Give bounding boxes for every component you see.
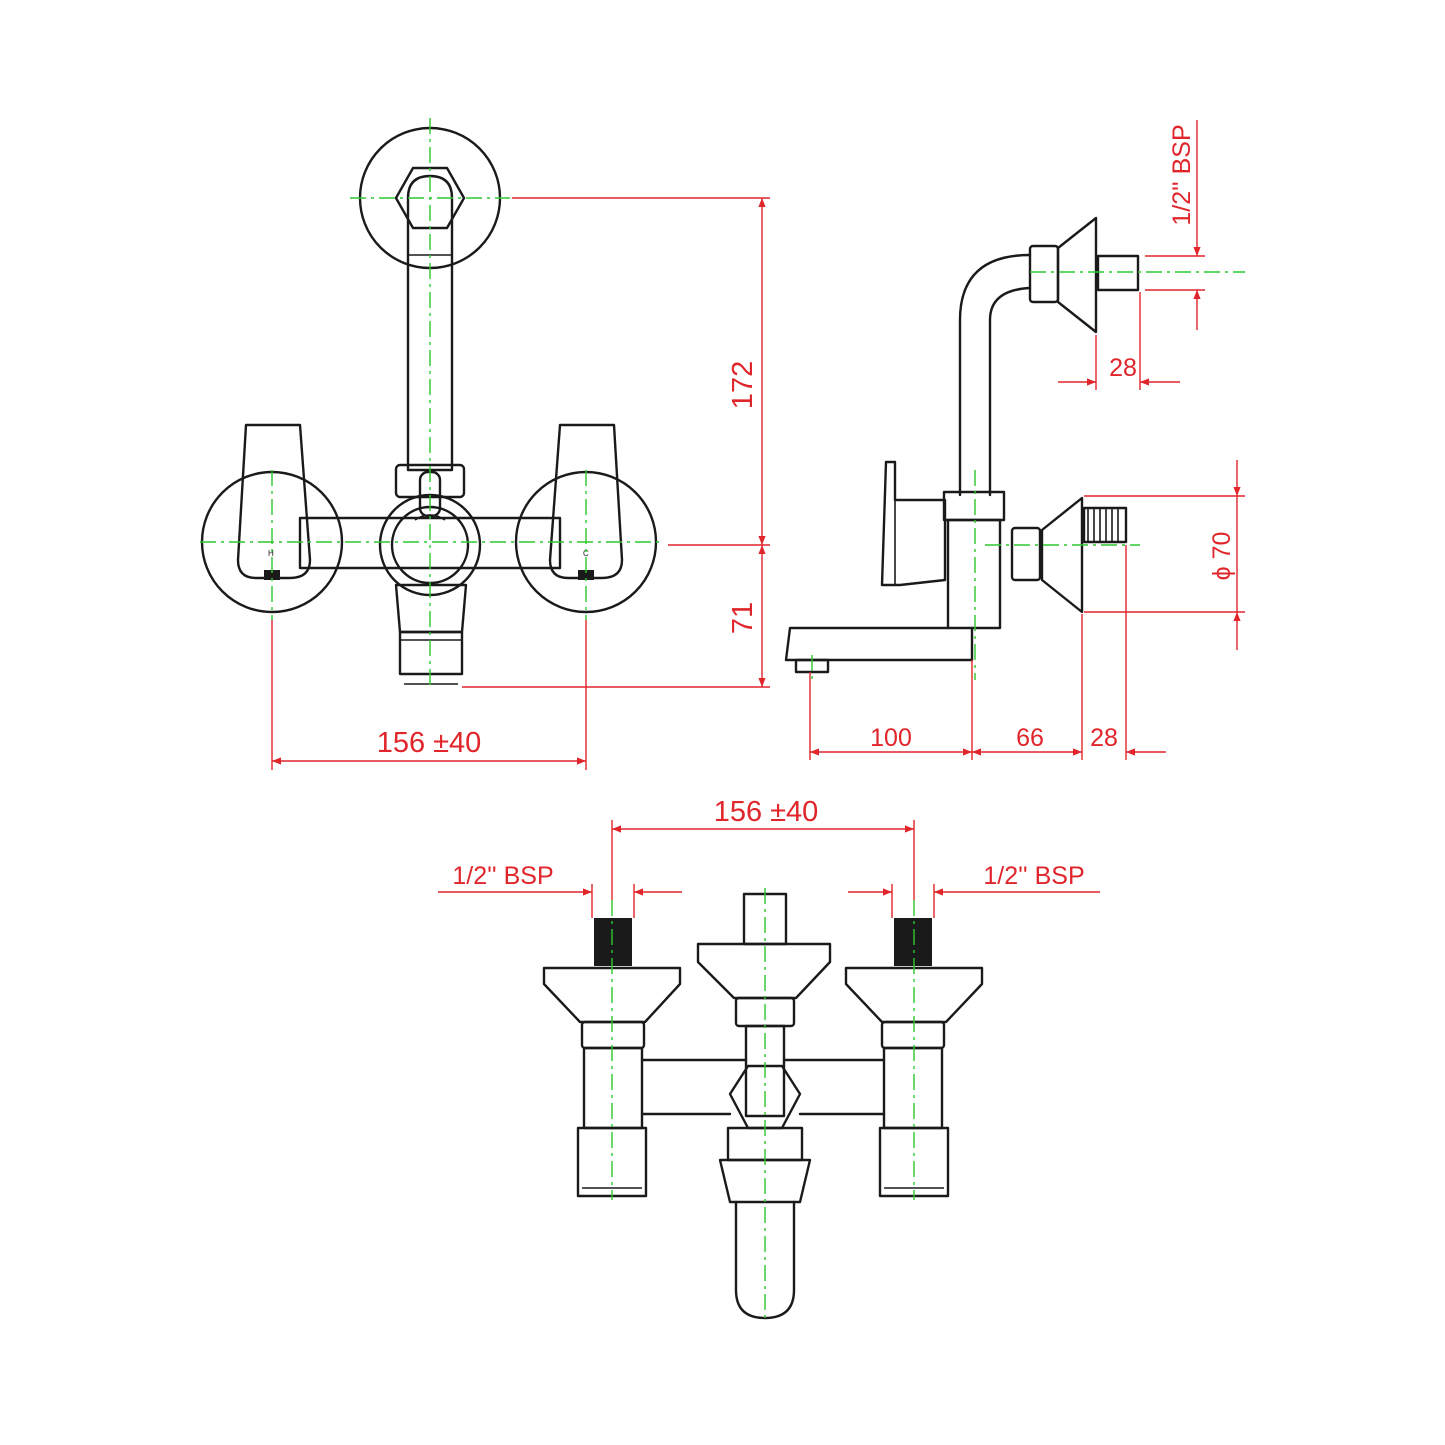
height-lower-dimension: 71: [727, 602, 759, 634]
top-view: 156 ±40 1/2'' BSP 1/2'' BSP: [438, 796, 1100, 1320]
front-view: H C 172 71 156 ±40: [200, 118, 770, 770]
side-spout-length-dimension: 100: [870, 724, 912, 752]
side-spout: [784, 626, 974, 662]
side-depth-top-dimension: 28: [1109, 354, 1137, 382]
height-upper-dimension: 172: [727, 361, 759, 409]
right-flange-cone: [844, 966, 984, 1024]
side-body-collar: [942, 490, 1006, 522]
side-depth-bottom-dimension: 28: [1090, 724, 1118, 752]
center-flange-cone: [696, 942, 832, 1000]
side-handle: [880, 460, 947, 587]
side-view: 1/2'' BSP 28 ϕ 70 100 66 28: [784, 120, 1245, 760]
left-flange-cone: [542, 966, 682, 1024]
side-top-flange: [1056, 216, 1098, 334]
body-bridge: [640, 1058, 886, 1116]
hot-mark: H: [268, 549, 274, 558]
left-nut: [580, 1020, 646, 1050]
left-inlet-thread: [594, 918, 632, 966]
side-top-inlet: [1096, 254, 1140, 292]
side-top-nut: [1028, 244, 1060, 304]
right-body-leg: [882, 1046, 944, 1130]
outlet-cone: [718, 1158, 812, 1204]
hot-handle: [236, 423, 312, 580]
top-thread-right-dimension: 1/2'' BSP: [983, 862, 1084, 890]
top-hex-nut: [394, 166, 466, 230]
right-nut: [880, 1020, 946, 1050]
cold-handle: [548, 423, 624, 580]
left-body-leg: [582, 1046, 644, 1130]
right-inlet-thread: [894, 918, 932, 966]
cold-mark: C: [583, 549, 589, 558]
side-diameter-dimension: ϕ 70: [1208, 532, 1236, 581]
side-thread-dimension: 1/2'' BSP: [1168, 124, 1196, 225]
top-thread-left-dimension: 1/2'' BSP: [452, 862, 553, 890]
side-lower-flange: [1040, 496, 1084, 614]
side-riser-inner: [988, 286, 1032, 497]
side-lower-nut: [1010, 526, 1042, 582]
top-width-dimension: 156 ±40: [714, 796, 819, 828]
side-body: [946, 518, 1002, 630]
front-width-dimension: 156 ±40: [377, 727, 482, 759]
side-riser-outer: [958, 253, 1032, 497]
side-lower-inlet: [1082, 506, 1128, 544]
side-lower-thread: [1087, 508, 1119, 542]
side-offset-dimension: 66: [1016, 724, 1044, 752]
outlet-body: [394, 583, 468, 634]
outlet-nozzle: [398, 630, 464, 676]
